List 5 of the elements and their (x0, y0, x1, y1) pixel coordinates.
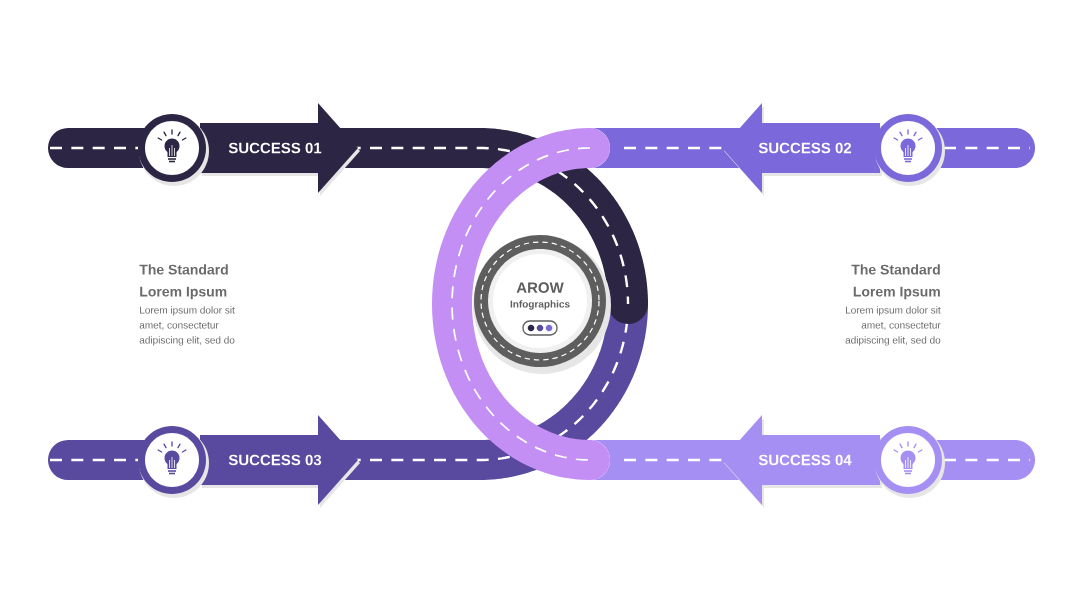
body-text: Lorem ipsum dolor sit amet, consectetur adipiscing elit, sed do (139, 306, 235, 346)
body-text: Lorem ipsum dolor sit amet, consectetur adipiscing elit, sed do (845, 306, 941, 346)
heading: The Standard Lorem Ipsum (851, 264, 940, 300)
heading: The Standard Lorem Ipsum (139, 264, 228, 300)
ring-badge: AROW Infographics (473, 235, 611, 374)
